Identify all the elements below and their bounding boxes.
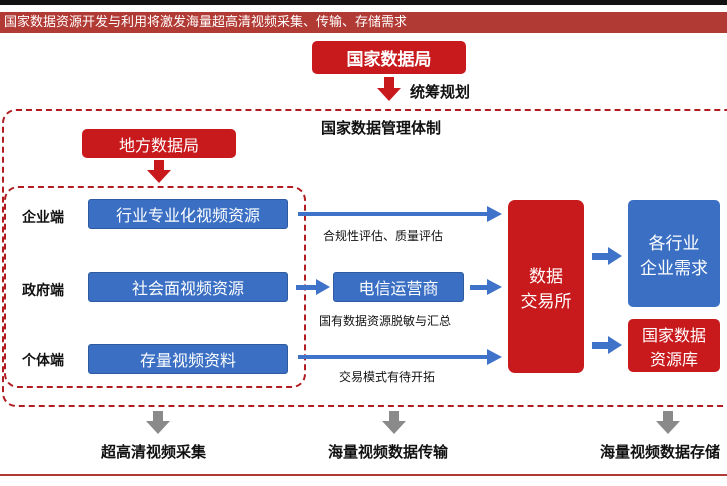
- national-data-repository-line1: 国家数据: [641, 325, 706, 345]
- enterprise-side-label: 企业端: [22, 210, 64, 226]
- individual-to-exchange-arrow: [298, 349, 502, 365]
- data-exchange-line2: 交易所: [520, 291, 572, 312]
- national-data-repository-box: 国家数据 资源库: [628, 319, 720, 372]
- national-data-repository-line2: 资源库: [649, 349, 698, 369]
- telecom-to-exchange-arrow: [470, 279, 502, 295]
- industry-video-resource-box: 行业专业化视频资源: [88, 199, 288, 229]
- national-system-frame: [2, 109, 727, 407]
- individual-side-label: 个体端: [22, 353, 64, 369]
- bottom-divider: [0, 474, 727, 476]
- industry-demand-line1: 各行业: [648, 233, 700, 254]
- uhd-capture-label: 超高清视频采集: [101, 443, 207, 461]
- individual-flow-note: 交易模式有待开拓: [339, 370, 436, 384]
- national-data-bureau-label: 国家数据局: [346, 50, 432, 70]
- data-exchange-box: 数据 交易所: [508, 200, 584, 373]
- industry-demand-line2: 企业需求: [640, 258, 708, 279]
- exchange-to-demand-arrow: [592, 247, 622, 265]
- stock-video-material-label: 存量视频资料: [139, 351, 236, 370]
- telecom-operator-label: 电信运营商: [358, 279, 439, 298]
- top-black-strip: [0, 0, 727, 5]
- capture-down-arrow: [146, 411, 170, 434]
- local-data-bureau-box: 地方数据局: [82, 129, 236, 158]
- industry-video-resource-label: 行业专业化视频资源: [115, 206, 260, 225]
- data-exchange-line1: 数据: [529, 266, 563, 287]
- system-title: 国家数据管理体制: [321, 119, 442, 137]
- storage-down-arrow: [656, 411, 680, 434]
- industry-demand-box: 各行业 企业需求: [628, 200, 720, 307]
- government-side-label: 政府端: [22, 283, 64, 299]
- social-video-resource-label: 社会面视频资源: [131, 279, 244, 298]
- exchange-to-repository-arrow: [592, 336, 622, 354]
- data-transmission-label: 海量视频数据传输: [328, 443, 449, 461]
- government-flow-note: 国有数据资源脱敏与汇总: [319, 314, 452, 328]
- enterprise-flow-note: 合规性评估、质量评估: [323, 229, 444, 243]
- transmission-down-arrow: [382, 411, 406, 434]
- government-to-telecom-arrow: [296, 279, 330, 295]
- local-bureau-down-arrow: [147, 160, 171, 183]
- social-video-resource-box: 社会面视频资源: [88, 272, 288, 302]
- stock-video-material-box: 存量视频资料: [88, 344, 288, 374]
- national-data-bureau-box: 国家数据局: [312, 41, 466, 74]
- planning-down-arrow: [377, 77, 401, 101]
- enterprise-to-exchange-arrow: [298, 206, 502, 222]
- local-data-bureau-label: 地方数据局: [118, 135, 199, 155]
- telecom-operator-box: 电信运营商: [333, 272, 464, 302]
- planning-label: 统筹规划: [410, 83, 471, 101]
- data-storage-label: 海量视频数据存储: [600, 443, 721, 461]
- figure-caption: 国家数据资源开发与利用将激发海量超高清视频采集、传输、存储需求: [0, 12, 727, 33]
